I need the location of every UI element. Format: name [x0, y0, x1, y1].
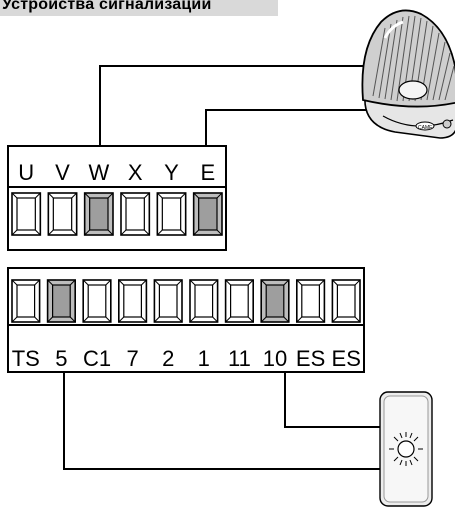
top-terminal-label: X — [128, 160, 143, 185]
bottom-terminal-label: ES — [296, 346, 325, 371]
bottom-terminal-label: 11 — [228, 346, 251, 371]
wire-W-to-lamp — [99, 65, 370, 146]
top-terminal-label: W — [88, 160, 109, 185]
wire-10-to-light — [284, 372, 380, 428]
heading-title: Устройства сигнализации — [2, 0, 212, 13]
bottom-terminal-label: 1 — [198, 346, 210, 371]
top-terminal-screw — [192, 192, 223, 236]
heading-band: Устройства сигнализации — [0, 0, 278, 16]
indicator-light-icon — [379, 391, 433, 507]
top-terminal-screw — [83, 192, 114, 236]
bottom-terminal-screw — [82, 279, 112, 323]
bottom-terminal-screw — [46, 279, 76, 323]
bottom-terminal-label: 2 — [162, 346, 174, 371]
svg-text:CAME: CAME — [418, 125, 433, 131]
bottom-terminal-label: 10 — [263, 346, 287, 371]
wires — [63, 65, 380, 470]
top-terminal-label: U — [18, 160, 34, 185]
bottom-terminal-screw — [331, 279, 361, 323]
bottom-terminal-screw — [11, 279, 41, 323]
bottom-terminal-screw — [295, 279, 326, 323]
wire-5-to-light — [63, 372, 380, 470]
wire-E-to-lamp — [205, 109, 370, 146]
bottom-terminal-label: TS — [12, 346, 40, 371]
bottom-terminal-screw — [260, 279, 290, 323]
bottom-terminal-label: C1 — [83, 346, 111, 371]
top-terminal-screw — [47, 192, 78, 236]
top-terminal-screw — [156, 192, 187, 236]
top-terminal-screw — [120, 192, 151, 236]
bottom-block-frame — [7, 267, 365, 373]
top-block-frame — [7, 145, 227, 251]
top-terminal-label: E — [200, 160, 215, 185]
bottom-terminal-screw — [118, 279, 148, 323]
bottom-terminal-label: 5 — [55, 346, 67, 371]
bottom-terminal-screw — [153, 279, 183, 323]
bottom-terminal-label: 7 — [126, 346, 138, 371]
warning-lamp-icon: CAME — [361, 9, 455, 139]
bottom-terminal-label: ES — [332, 346, 361, 371]
bottom-terminal-screw — [189, 279, 219, 323]
bottom-terminal-screw — [224, 279, 255, 323]
top-terminal-label: Y — [164, 160, 179, 185]
top-terminal-screw — [11, 192, 42, 236]
top-terminal-label: V — [55, 160, 70, 185]
